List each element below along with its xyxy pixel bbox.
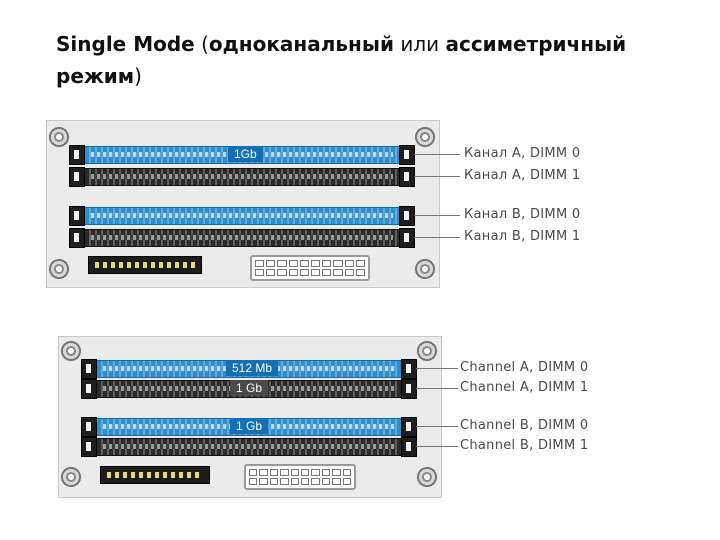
mounting-screw-icon [48,258,70,280]
memory-module-label-bottom-2: 1 Gb [230,418,269,434]
memory-module-label-bottom-1: 1 Gb [230,380,269,396]
mounting-screw-icon [48,126,70,148]
title-or: или [393,32,446,56]
ide-connector [100,466,210,484]
slot-label-top-a1: Канал A, DIMM 1 [464,168,581,183]
leader-line [416,388,458,389]
power-connector [250,255,370,281]
title-paren-open: ( [194,32,209,56]
power-connector [244,464,356,490]
mounting-screw-icon [60,340,82,362]
slide-title: Single Mode (одноканальный или ассиметри… [56,28,696,92]
mounting-screw-icon [60,466,82,488]
slot-label-bottom-a1: Channel A, DIMM 1 [460,380,589,395]
leader-line [414,215,460,216]
dimm-slot-top-b1 [69,228,415,248]
title-single-channel: одноканальный [208,32,394,56]
slot-label-bottom-b0: Channel B, DIMM 0 [460,418,589,433]
leader-line [414,176,460,177]
slot-label-top-b0: Канал B, DIMM 0 [464,207,581,222]
ide-connector [88,256,202,274]
title-asymmetric-mode: ассиметричный режим [56,32,627,88]
slot-label-bottom-b1: Channel B, DIMM 1 [460,438,589,453]
leader-line [416,368,458,369]
mounting-screw-icon [414,126,436,148]
memory-module-label-top-0: 1Gb [228,146,263,162]
title-single-mode: Single Mode [56,32,195,56]
leader-line [414,237,460,238]
mounting-screw-icon [416,466,438,488]
title-paren-close: ) [134,64,142,88]
slot-label-top-a0: Канал A, DIMM 0 [464,146,581,161]
leader-line [416,446,458,447]
dimm-slot-bottom-b1 [81,437,417,457]
slot-label-bottom-a0: Channel A, DIMM 0 [460,360,589,375]
mounting-screw-icon [414,258,436,280]
mounting-screw-icon [416,340,438,362]
slot-label-top-b1: Канал B, DIMM 1 [464,229,581,244]
leader-line [416,426,458,427]
dimm-slot-top-a1 [69,167,415,187]
memory-module-label-bottom-0: 512 Mb [226,360,279,376]
dimm-slot-top-b0 [69,206,415,226]
leader-line [414,154,460,155]
